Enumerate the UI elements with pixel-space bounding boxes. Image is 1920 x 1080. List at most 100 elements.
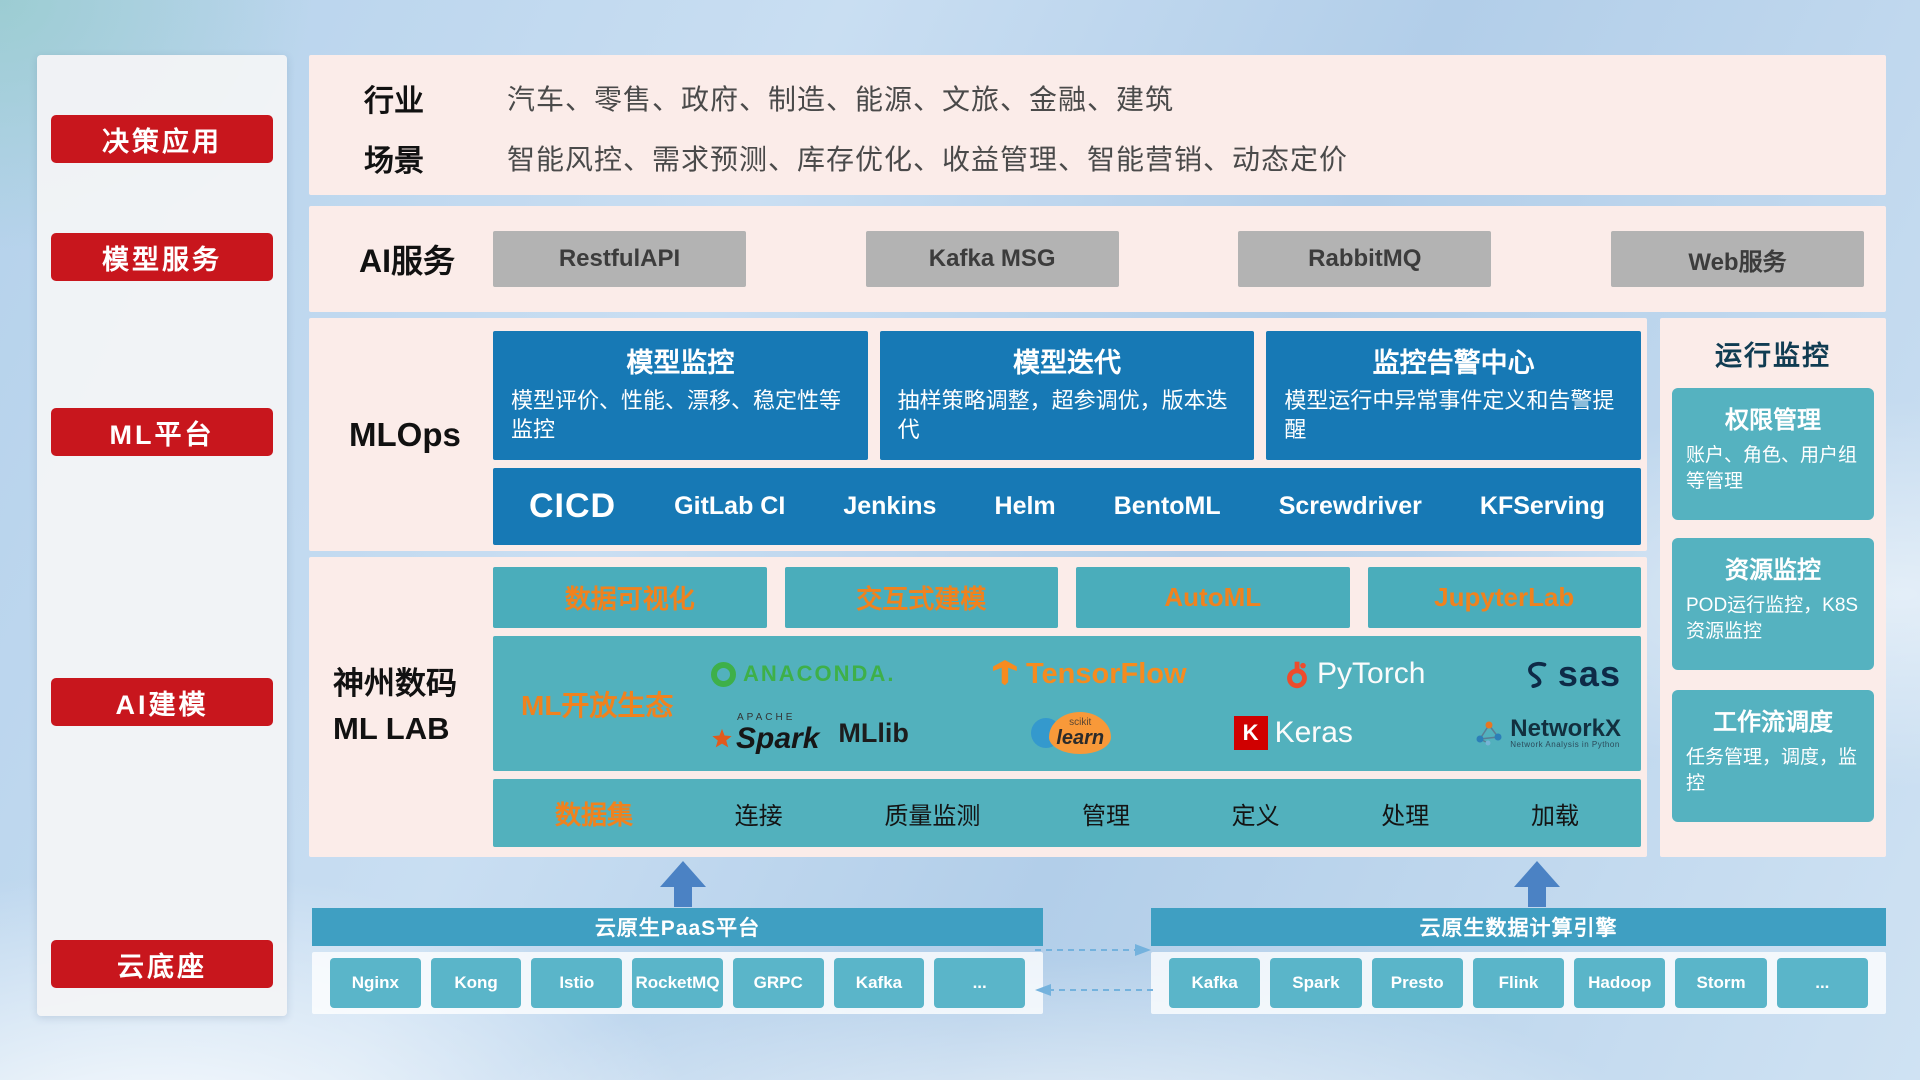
scenario-label: 场景 (364, 145, 424, 178)
networkx-tagline: Network Analysis in Python (1510, 740, 1620, 750)
spark-wordmark: APACHE Spark (711, 711, 819, 754)
component-more: ... (1776, 958, 1868, 1008)
industry-list: 汽车、零售、政府、制造、能源、文旅、金融、建筑 (507, 84, 1175, 115)
card-desc: POD运行监控，K8S资源监控 (1686, 595, 1859, 642)
sas-wordmark: sas (1557, 653, 1621, 694)
apache-text: APACHE (737, 711, 796, 723)
category-model-service: 模型服务 (51, 233, 273, 281)
tool-interactive-modeling: 交互式建模 (784, 567, 1058, 628)
learn-text: learn (1056, 727, 1105, 749)
component-istio: Istio (531, 958, 623, 1008)
networkx-icon (1476, 721, 1502, 746)
card-title: 模型监控 (626, 348, 735, 378)
service-rabbitmq: RabbitMQ (1238, 231, 1492, 287)
networkx-wordmark: NetworkX (1510, 715, 1621, 743)
anaconda-wordmark: ANACONDA. (743, 661, 896, 686)
paas-group: 云原生PaaS平台 Nginx Kong Istio RocketMQ GRPC… (312, 908, 1043, 1014)
tool-data-visualization: 数据可视化 (493, 567, 767, 628)
ai-service-panel: AI服务 RestfulAPI Kafka MSG RabbitMQ Web服务 (309, 206, 1886, 312)
ai-service-buttons: RestfulAPI Kafka MSG RabbitMQ Web服务 (493, 231, 1864, 287)
component-hadoop: Hadoop (1574, 958, 1666, 1008)
card-desc: 模型评价、性能、漂移、稳定性等监控 (511, 388, 842, 443)
component-kafka: Kafka (833, 958, 925, 1008)
pytorch-logo: PyTorch (1284, 657, 1425, 691)
pytorch-icon (1287, 661, 1307, 689)
scikit-orange-badge: scikit learn (1049, 712, 1112, 754)
alert-center-card: 监控告警中心 模型运行中异常事件定义和告警提醒 (1266, 331, 1642, 460)
dataset-bar: 数据集 连接 质量监测 管理 定义 处理 加载 (493, 779, 1641, 847)
mlops-cards: 模型监控 模型评价、性能、漂移、稳定性等监控 模型迭代 抽样策略调整，超参调优，… (493, 331, 1642, 460)
component-more: ... (934, 958, 1026, 1008)
service-kafka-msg: Kafka MSG (865, 231, 1119, 287)
dataset-define: 定义 (1231, 802, 1280, 830)
paas-title: 云原生PaaS平台 (312, 908, 1043, 946)
paas-components: Nginx Kong Istio RocketMQ GRPC Kafka ... (312, 952, 1043, 1014)
mllab-tool-row: 数据可视化 交互式建模 AutoML JupyterLab (493, 567, 1641, 628)
keras-logo: K Keras (1233, 716, 1353, 750)
category-ml-platform: ML平台 (51, 408, 273, 456)
tool-jupyterlab: JupyterLab (1367, 567, 1641, 628)
ai-service-label: AI服务 (359, 243, 456, 279)
mllab-panel: 神州数码 ML LAB 数据可视化 交互式建模 AutoML JupyterLa… (309, 557, 1647, 857)
mllib-wordmark: MLlib (838, 717, 909, 748)
service-restfulapi: RestfulAPI (493, 231, 746, 287)
component-spark: Spark (1270, 958, 1362, 1008)
industry-scenario-panel: 行业 汽车、零售、政府、制造、能源、文旅、金融、建筑 场景 智能风控、需求预测、… (309, 55, 1886, 195)
card-desc: 任务管理，调度，监控 (1686, 747, 1858, 794)
logo-row-1: ANACONDA. TensorFlow (705, 653, 1627, 695)
mlops-label: MLOps (349, 415, 461, 453)
engine-group: 云原生数据计算引擎 Kafka Spark Presto Flink Hadoo… (1151, 908, 1886, 1014)
tensorflow-logo: TensorFlow (993, 658, 1187, 691)
tool-screwdriver: Screwdriver (1278, 492, 1422, 520)
anaconda-icon (711, 661, 736, 687)
anaconda-logo: ANACONDA. (711, 661, 895, 687)
component-rocketmq: RocketMQ (632, 958, 723, 1008)
category-cloud-base: 云底座 (51, 940, 273, 988)
dataset-process: 处理 (1381, 802, 1430, 830)
up-arrow-paas-icon (660, 861, 706, 907)
ecosystem-label: ML开放生态 (521, 689, 674, 721)
card-desc: 模型运行中异常事件定义和告警提醒 (1284, 388, 1615, 443)
card-title: 监控告警中心 (1372, 348, 1535, 378)
ecosystem-logos: ANACONDA. TensorFlow (705, 636, 1627, 771)
tool-automl: AutoML (1076, 567, 1350, 628)
ml-open-ecosystem-box: ML开放生态 ANACONDA. TensorFlow (493, 636, 1641, 771)
tool-jenkins: Jenkins (843, 492, 937, 520)
keras-wordmark: Keras (1274, 716, 1353, 749)
scikit-learn-logo: scikit learn (1031, 712, 1112, 754)
sas-logo: sas (1523, 653, 1621, 695)
tensorflow-icon (993, 660, 1017, 686)
runtime-monitor-panel: 运行监控 权限管理 账户、角色、用户组等管理 资源监控 POD运行监控，K8S资… (1660, 318, 1886, 857)
component-storm: Storm (1675, 958, 1767, 1008)
model-monitoring-card: 模型监控 模型评价、性能、漂移、稳定性等监控 (493, 331, 868, 460)
permission-mgmt-card: 权限管理 账户、角色、用户组等管理 (1672, 388, 1874, 520)
exchange-arrows-icon (1035, 944, 1153, 996)
mllab-label-line1: 神州数码 (333, 666, 457, 702)
spark-star-icon (712, 728, 732, 747)
engine-components: Kafka Spark Presto Flink Hadoop Storm ..… (1151, 952, 1886, 1014)
card-title: 资源监控 (1725, 557, 1821, 584)
card-desc: 账户、角色、用户组等管理 (1686, 445, 1858, 492)
engine-title: 云原生数据计算引擎 (1151, 908, 1886, 946)
dataset-load: 加载 (1530, 802, 1579, 830)
category-decision-apps: 决策应用 (51, 115, 273, 163)
resource-monitor-card: 资源监控 POD运行监控，K8S资源监控 (1672, 538, 1874, 670)
card-desc: 抽样策略调整，超参调优，版本迭代 (897, 388, 1228, 443)
cicd-toolbar: CICD GitLab CI Jenkins Helm BentoML Scre… (493, 468, 1641, 545)
networkx-logo: NetworkX Network Analysis in Python (1475, 716, 1621, 750)
scenario-row: 场景 智能风控、需求预测、库存优化、收益管理、智能营销、动态定价 (309, 132, 1348, 184)
component-presto: Presto (1371, 958, 1463, 1008)
component-kafka: Kafka (1169, 958, 1261, 1008)
card-title: 模型迭代 (1013, 348, 1121, 378)
component-nginx: Nginx (330, 958, 421, 1008)
left-category-rail: 决策应用 模型服务 ML平台 AI建模 云底座 (37, 55, 287, 1016)
tool-bentoml: BentoML (1113, 492, 1221, 520)
mlops-panel: MLOps 模型监控 模型评价、性能、漂移、稳定性等监控 模型迭代 抽样策略调整… (309, 318, 1647, 551)
card-title: 工作流调度 (1713, 709, 1833, 736)
scenario-list: 智能风控、需求预测、库存优化、收益管理、智能营销、动态定价 (507, 144, 1349, 175)
workflow-schedule-card: 工作流调度 任务管理，调度，监控 (1672, 690, 1874, 822)
mllab-label: 神州数码 ML LAB (333, 557, 493, 857)
model-iteration-card: 模型迭代 抽样策略调整，超参调优，版本迭代 (879, 331, 1255, 460)
dataset-manage: 管理 (1081, 802, 1130, 830)
